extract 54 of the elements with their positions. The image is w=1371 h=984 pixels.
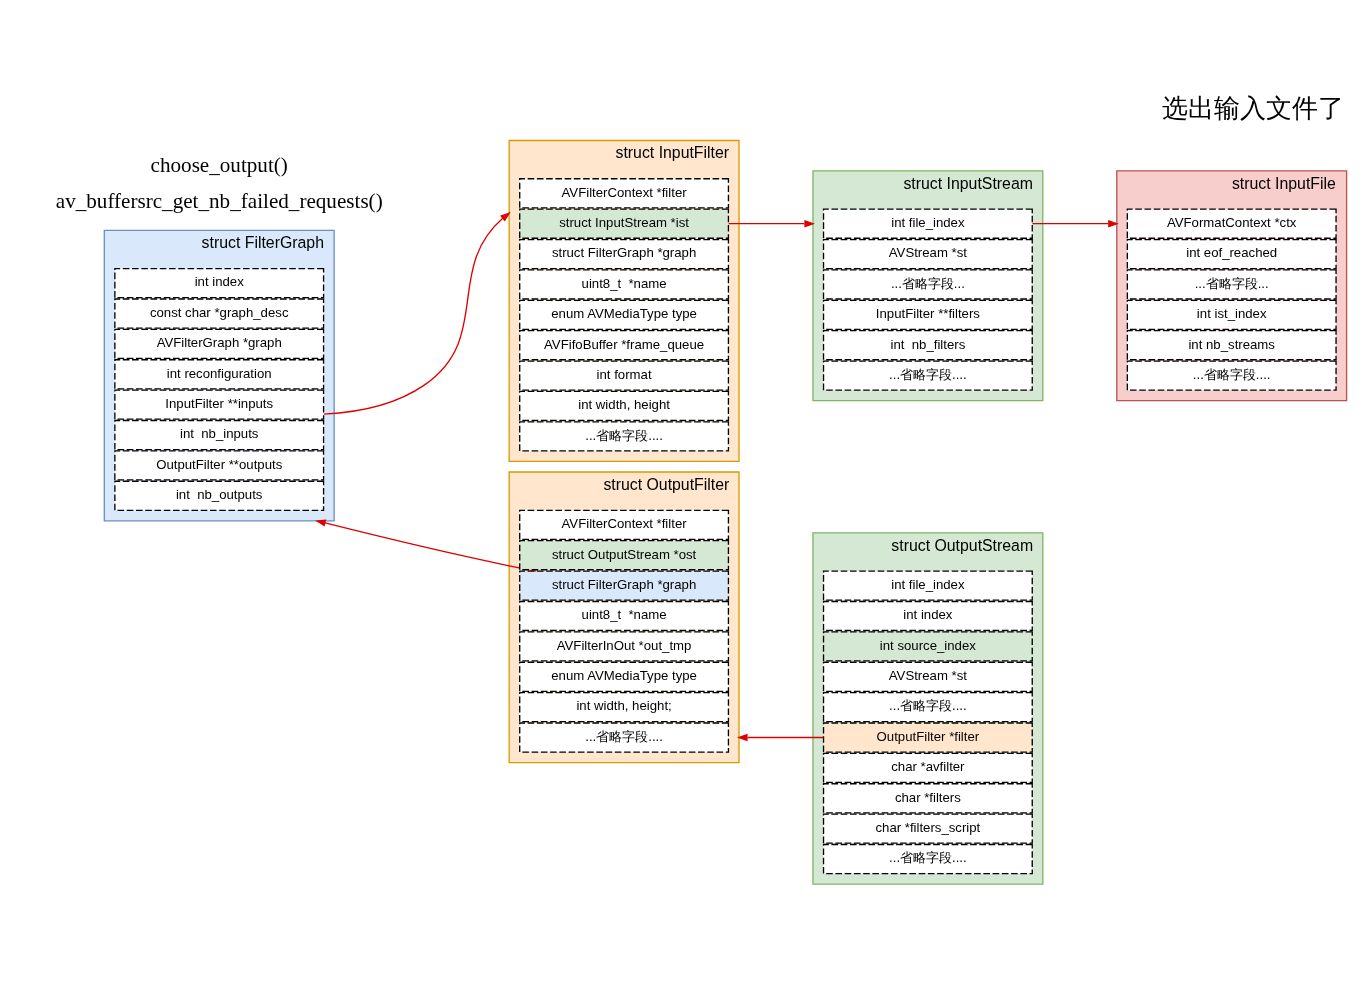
node-box: struct OutputStream *ost [519,539,730,570]
node-box: int file_index [822,208,1033,239]
arrow [1031,219,1119,227]
node-box: int index [822,600,1033,631]
node-box: ...省略字段.... [1126,359,1337,391]
node-box: uint8_t *name [519,600,730,631]
node-box: AVStream *st [822,661,1033,692]
node-box: int width, height; [519,691,730,722]
node-box: AVFilterInOut *out_tmp [519,630,730,662]
node-box: int ist_index [1126,299,1337,330]
node-box: int nb_outputs [114,480,325,511]
node-box: char *filters [822,782,1033,813]
node-box: int nb_streams [1126,329,1337,360]
node-box: uint8_t *name [519,268,730,300]
node-box: struct FilterGraph *graph [519,569,730,601]
node-box: AVFilterContext *filter [519,177,730,208]
node-box: ...省略字段.... [822,691,1033,722]
node-box: ...省略字段.... [519,721,730,753]
node-box: int eof_reached [1126,238,1337,269]
node-box: ...省略字段.... [822,359,1033,391]
arrow [727,219,815,227]
node-box: int file_index [822,569,1033,601]
node-box: int width, height [519,390,730,421]
node-box: ...省略字段.... [822,843,1033,874]
node-box: const char *graph_desc [114,297,325,329]
node-box: OutputFilter **outputs [114,449,325,481]
node-box: ...省略字段... [1126,268,1337,300]
node-box: struct InputStream *ist [519,208,730,239]
node-box: int nb_inputs [114,419,325,450]
node-box: struct FilterGraph *graph [519,238,730,269]
node-box: int source_index [822,630,1033,662]
node-box: InputFilter **filters [822,299,1033,330]
node-box: AVStream *st [822,238,1033,269]
node-box: int nb_filters [822,329,1033,360]
node-box: char *avfilter [822,752,1033,783]
node-box: InputFilter **inputs [114,388,325,420]
node-box: OutputFilter *filter [822,721,1033,753]
node-box: AVFilterGraph *graph [114,328,325,359]
node-box: AVFormatContext *ctx [1126,208,1337,239]
diagram-title: 选出输入文件了 [1161,92,1344,123]
node-box: int reconfiguration [114,358,325,389]
node-box: enum AVMediaType type [519,299,730,330]
node-box: enum AVMediaType type [519,661,730,692]
node-box: int format [519,359,730,391]
arrow [737,733,825,741]
node-box: int index [114,267,325,298]
node-box: AVFilterContext *filter [519,509,730,540]
arrow [323,211,511,415]
label: av_buffersrc_get_nb_failed_requests() [55,188,383,213]
node-box: ...省略字段.... [519,420,730,452]
node-box: ...省略字段... [822,268,1033,300]
label: choose_output() [150,152,288,177]
node-box: char *filters_script [822,813,1033,844]
node-box: AVFifoBuffer *frame_queue [519,329,730,360]
